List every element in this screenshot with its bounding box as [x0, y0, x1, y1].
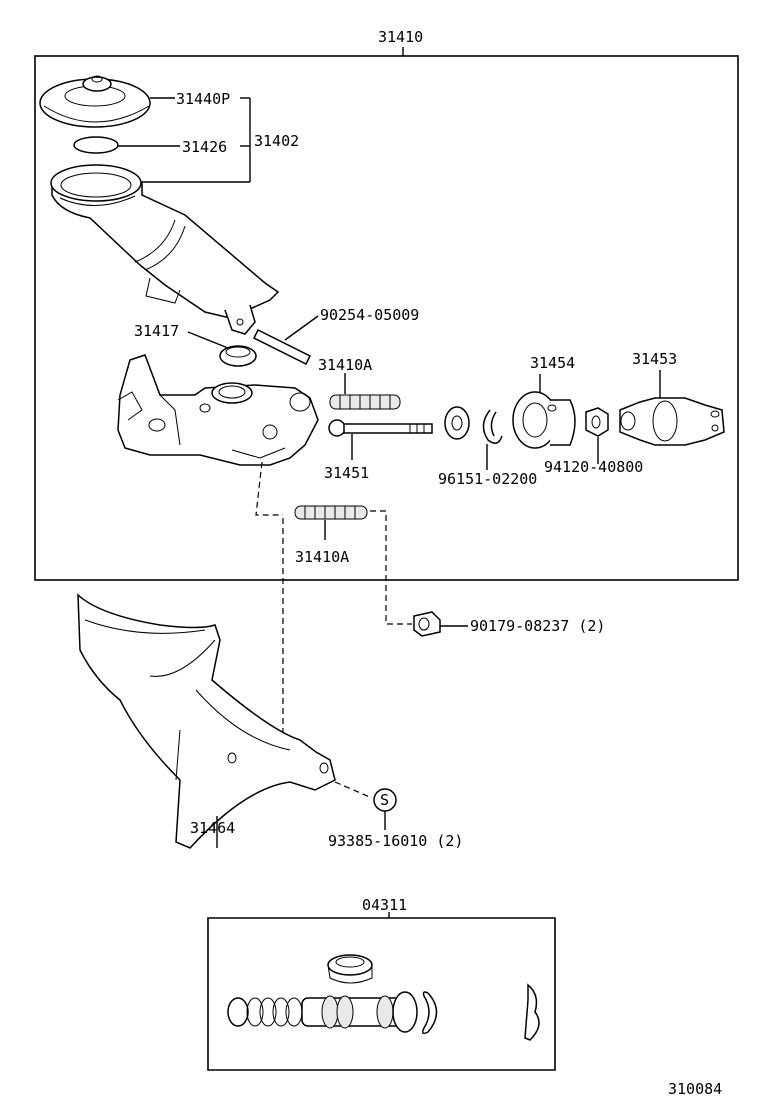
label-reservoir-set[interactable]: 31402 [254, 132, 299, 150]
reservoir-tank-part[interactable] [50, 164, 280, 335]
repair-kit-cup-part[interactable] [327, 954, 373, 984]
label-nut[interactable]: 94120-40800 [544, 458, 643, 476]
label-grommet[interactable]: 31417 [134, 322, 179, 340]
label-repair-kit[interactable]: 04311 [362, 896, 407, 914]
label-gasket[interactable]: 31426 [182, 138, 227, 156]
nut-part[interactable] [585, 407, 609, 437]
label-snap-ring[interactable]: 96151-02200 [438, 470, 537, 488]
label-flange-nut[interactable]: 90179-08237 (2) [470, 617, 605, 635]
label-push-rod[interactable]: 31451 [324, 464, 369, 482]
stud-upper-part[interactable] [329, 394, 401, 410]
repair-kit-spring-part[interactable] [227, 997, 303, 1027]
repair-kit-clip-part[interactable] [524, 983, 540, 1041]
label-stud-lower[interactable]: 31410A [295, 548, 349, 566]
push-rod-boot-part[interactable] [512, 391, 576, 449]
snap-ring-part[interactable] [482, 409, 503, 444]
clip-s-letter: S [380, 791, 389, 809]
stud-lower-part[interactable] [294, 505, 368, 520]
label-clip[interactable]: 93385-16010 (2) [328, 832, 463, 850]
clevis-part[interactable] [619, 397, 725, 446]
bracket-part[interactable] [77, 593, 336, 849]
repair-kit-frame [207, 917, 556, 1071]
repair-kit-snap-ring-part[interactable] [421, 991, 438, 1035]
gasket-part[interactable] [73, 136, 119, 154]
repair-kit-piston-part[interactable] [301, 991, 418, 1033]
label-assembly[interactable]: 31410 [378, 28, 423, 46]
label-cap[interactable]: 31440P [176, 90, 230, 108]
reservoir-cap-part[interactable] [39, 75, 151, 128]
illustration-number: 310084 [668, 1080, 722, 1098]
master-cylinder-body-part[interactable] [117, 354, 319, 466]
label-clevis[interactable]: 31453 [632, 350, 677, 368]
washer-part[interactable] [444, 406, 470, 440]
clip-s-marker[interactable]: S [373, 788, 397, 812]
grommet-part[interactable] [219, 345, 257, 367]
push-rod-part[interactable] [328, 419, 433, 437]
pin-part[interactable] [252, 328, 312, 366]
flange-nut-part[interactable] [413, 611, 441, 637]
label-boot[interactable]: 31454 [530, 354, 575, 372]
label-stud-upper[interactable]: 31410A [318, 356, 372, 374]
label-bracket[interactable]: 31464 [190, 819, 235, 837]
label-pin[interactable]: 90254-05009 [320, 306, 419, 324]
